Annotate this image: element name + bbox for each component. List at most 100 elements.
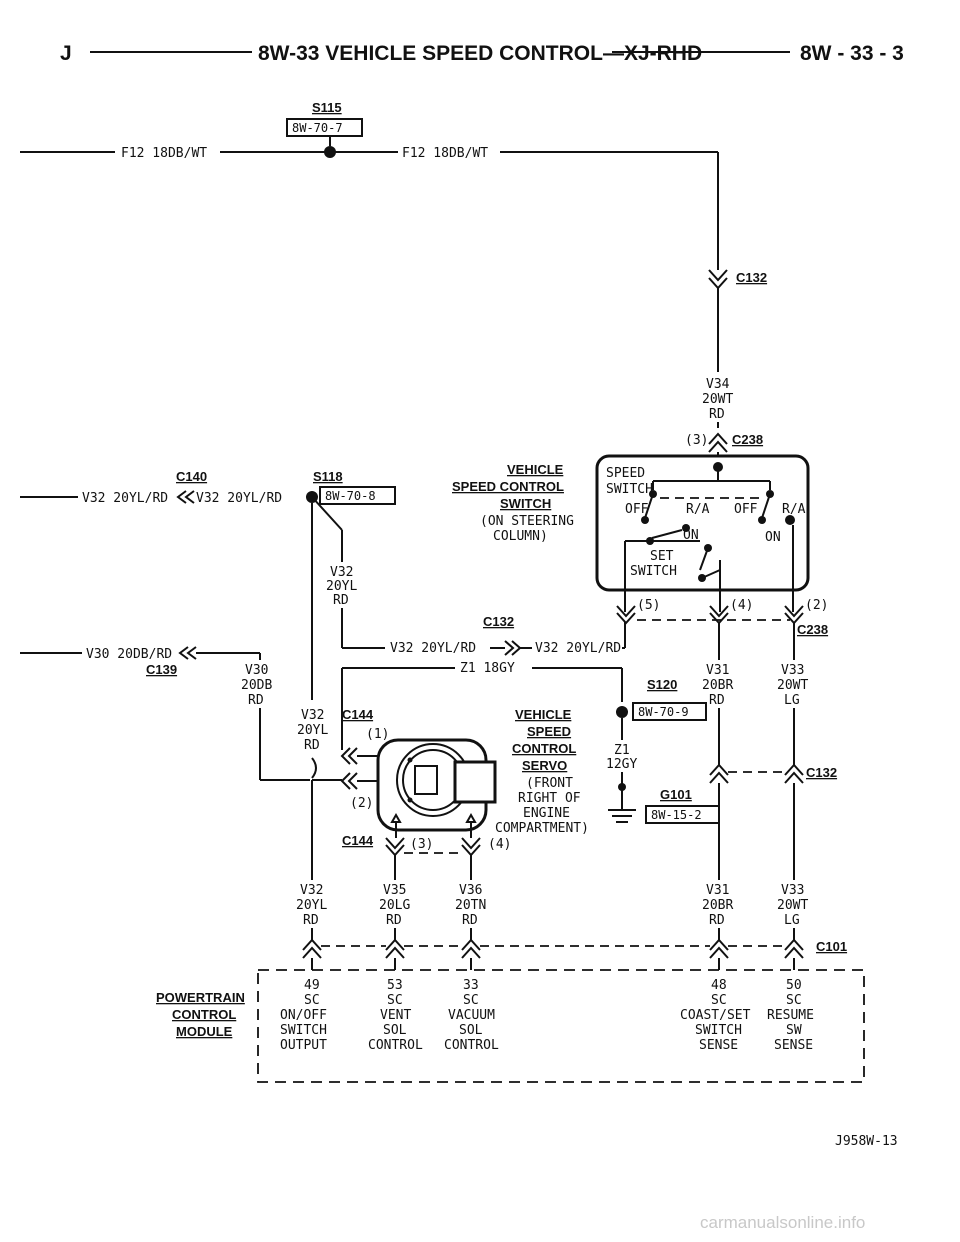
wire-label-v32-in-a: V32 20YL/RD bbox=[82, 491, 168, 506]
wire-label-v30-vert-b: 20DB bbox=[241, 678, 272, 693]
pcm-pin-53-line2: VENT bbox=[380, 1008, 411, 1023]
pcm-pin-49-line1: SC bbox=[304, 993, 320, 1008]
switch-off-left: OFF bbox=[625, 502, 649, 517]
pcm-pin-50-line1: SC bbox=[786, 993, 802, 1008]
pcm-pin-49-number: 49 bbox=[304, 978, 320, 993]
pcm-pin-53-line4: CONTROL bbox=[368, 1038, 423, 1053]
wire-label-v33-bot-c: LG bbox=[784, 913, 800, 928]
pcm-pin-53-line1: SC bbox=[387, 993, 403, 1008]
pcm-pin-48-line3: SWITCH bbox=[695, 1023, 742, 1038]
wire-label-v31-top-b: 20BR bbox=[702, 678, 733, 693]
pcm-pin-48: 48 SC COAST/SET SWITCH SENSE bbox=[680, 978, 751, 1053]
servo-note-line1: (FRONT bbox=[526, 776, 573, 791]
wire-label-v35-bot-a: V35 bbox=[383, 883, 406, 898]
wire-label-v33-top-c: LG bbox=[784, 693, 800, 708]
pcm-pin-50-line3: SW bbox=[786, 1023, 802, 1038]
f12-circuit: F12 18DB/WT S115 8W-70-7 F12 18DB/WT C13… bbox=[20, 100, 767, 465]
pcm-pin-33-line4: CONTROL bbox=[444, 1038, 499, 1053]
v31-v33-circuit: V31 20BR RD V33 20WT LG C132 bbox=[702, 622, 837, 880]
v32-circuit: C140 V32 20YL/RD V32 20YL/RD S118 8W-70-… bbox=[20, 469, 626, 700]
wire-label-v32-vert-a: V32 bbox=[330, 565, 353, 580]
servo-title-line4: SERVO bbox=[522, 758, 567, 773]
wire-label-v34-c: RD bbox=[709, 407, 725, 422]
splice-s120-ref-box bbox=[632, 702, 707, 721]
switch-title-line3: SWITCH bbox=[500, 496, 551, 511]
wire-label-v30-in: V30 20DB/RD bbox=[86, 647, 172, 662]
speed-control-switch: VEHICLE SPEED CONTROL SWITCH (ON STEERIN… bbox=[452, 454, 810, 612]
ground-g101-label: G101 bbox=[660, 787, 692, 802]
pcm-pin-48-line4: SENSE bbox=[699, 1038, 738, 1053]
wire-label-v31-bot-b: 20BR bbox=[702, 898, 733, 913]
pcm-pin-48-number: 48 bbox=[711, 978, 727, 993]
powertrain-control-module: POWERTRAIN CONTROL MODULE 49 SC ON/OFF S… bbox=[156, 969, 865, 1083]
page-header: J 8W-33 VEHICLE SPEED CONTROL—XJ-RHD 8W … bbox=[60, 42, 904, 65]
connector-c132-top: C132 bbox=[736, 270, 767, 285]
pcm-pin-33: 33 SC VACUUM SOL CONTROL bbox=[444, 978, 499, 1053]
switch-ra-right: R/A bbox=[782, 502, 806, 517]
connector-c144-top: C144 bbox=[342, 707, 374, 722]
connector-c238-bottom: (5) (4) (2) C238 bbox=[616, 598, 828, 637]
wire-label-v33-bot-b: 20WT bbox=[777, 898, 808, 913]
servo-title-line3: CONTROL bbox=[512, 741, 576, 756]
pcm-pin-50-number: 50 bbox=[786, 978, 802, 993]
pcm-pin-53: 53 SC VENT SOL CONTROL bbox=[368, 978, 423, 1053]
connector-c144-bottom: C144 (3) (4) bbox=[311, 780, 511, 880]
wire-label-v32-h-a: V32 20YL/RD bbox=[390, 641, 476, 656]
connector-c238-bottom-label: C238 bbox=[797, 622, 828, 637]
connector-c132-right: C132 bbox=[806, 765, 837, 780]
pcm-pin-49-line4: OUTPUT bbox=[280, 1038, 327, 1053]
pin-c238-5: (5) bbox=[637, 598, 660, 613]
z1-ground-circuit: Z1 18GY S120 8W-70-9 Z1 12GY G101 8W-15-… bbox=[341, 661, 720, 824]
wire-label-v32-in-b: V32 20YL/RD bbox=[196, 491, 282, 506]
wire-label-v30-vert-c: RD bbox=[248, 693, 264, 708]
splice-s115-dot bbox=[324, 146, 336, 158]
pin-c238-4: (4) bbox=[730, 598, 753, 613]
servo-title-line2: SPEED bbox=[527, 724, 571, 739]
wire-label-v30-vert-a: V30 bbox=[245, 663, 268, 678]
servo-note-line4: COMPARTMENT) bbox=[495, 821, 589, 836]
pcm-pin-50: 50 SC RESUME SW SENSE bbox=[767, 978, 814, 1053]
pcm-pin-48-line2: COAST/SET bbox=[680, 1008, 751, 1023]
switch-title-line1: VEHICLE bbox=[507, 462, 564, 477]
splice-s115-ref: 8W-70-7 bbox=[292, 121, 343, 135]
splice-s120-dot bbox=[616, 706, 628, 718]
pcm-pin-33-line1: SC bbox=[463, 993, 479, 1008]
wire-label-v32-bot-b: 20YL bbox=[296, 898, 327, 913]
connector-c140: C140 bbox=[176, 469, 207, 484]
switch-note-line2: COLUMN) bbox=[493, 529, 548, 544]
switch-title-line2: SPEED CONTROL bbox=[452, 479, 564, 494]
set-switch-label-2: SWITCH bbox=[630, 564, 677, 579]
header-section-letter: J bbox=[60, 42, 72, 65]
watermark: carmanualsonline.info bbox=[700, 1213, 865, 1232]
pcm-title-line1: POWERTRAIN bbox=[156, 990, 245, 1005]
pin-c144-4: (4) bbox=[488, 837, 511, 852]
switch-note-line1: (ON STEERING bbox=[480, 514, 574, 529]
wire-label-v34-b: 20WT bbox=[702, 392, 733, 407]
wire-label-z1-v-a: Z1 bbox=[614, 743, 630, 758]
splice-s120-label: S120 bbox=[647, 677, 677, 692]
wire-label-v36-bot-a: V36 bbox=[459, 883, 482, 898]
switch-ra-left: R/A bbox=[686, 502, 710, 517]
wire-label-v31-top-c: RD bbox=[709, 693, 725, 708]
wire-label-z1-v-b: 12GY bbox=[606, 757, 637, 772]
speed-switch-label-1: SPEED bbox=[606, 466, 645, 481]
v30-circuit: V30 20DB/RD C139 V30 20DB RD bbox=[20, 646, 310, 781]
wire-label-f12-right: F12 18DB/WT bbox=[402, 146, 488, 161]
pcm-pin-50-line4: SENSE bbox=[774, 1038, 813, 1053]
wire-label-v31-bot-c: RD bbox=[709, 913, 725, 928]
splice-s118-ref: 8W-70-8 bbox=[325, 489, 376, 503]
switch-off-right: OFF bbox=[734, 502, 758, 517]
wire-label-v32-servo-a: V32 bbox=[301, 708, 324, 723]
servo-note-line2: RIGHT OF bbox=[518, 791, 581, 806]
connector-c101: C101 bbox=[302, 938, 847, 970]
splice-s115-label: S115 bbox=[312, 100, 342, 115]
speed-switch-label-2: SWITCH bbox=[606, 482, 653, 497]
ground-g101-ref: 8W-15-2 bbox=[651, 808, 702, 822]
pcm-title-line2: CONTROL bbox=[172, 1007, 236, 1022]
wire-label-v32-bot-a: V32 bbox=[300, 883, 323, 898]
wire-label-z1-h: Z1 18GY bbox=[460, 661, 515, 676]
speed-control-servo: C144 V32 20YL RD (1) (2) VEHICLE SPEED C… bbox=[297, 707, 589, 838]
wire-label-v32-bot-c: RD bbox=[303, 913, 319, 928]
connector-c144-bottom-label: C144 bbox=[342, 833, 374, 848]
